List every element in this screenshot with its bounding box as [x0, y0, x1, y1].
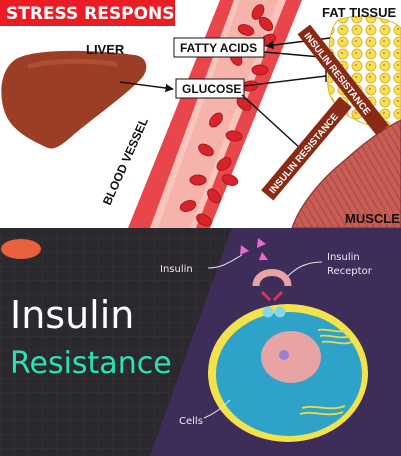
- red-blood-cell: [251, 64, 269, 76]
- red-blood-cell: [189, 174, 207, 186]
- red-blood-cell: [209, 112, 223, 128]
- red-blood-cell: [207, 188, 221, 204]
- insulin-label: Insulin: [160, 264, 193, 275]
- cell-illustration: [208, 304, 368, 442]
- insulin-receptor: [252, 269, 292, 318]
- muscle-illustration: [291, 119, 401, 229]
- red-blood-cell: [237, 24, 255, 36]
- banner-title: STRESS RESPONSE: [6, 4, 186, 24]
- red-blood-cell: [225, 130, 243, 142]
- glucose-to-muscle-line: [241, 94, 301, 149]
- red-blood-cell: [196, 213, 212, 227]
- liver-illustration: [1, 50, 147, 149]
- receptor-label-line1: Insulin: [327, 252, 360, 263]
- fatty-acids-label: FATTY ACIDS: [180, 41, 257, 55]
- red-blood-cell: [216, 157, 232, 171]
- insulin-molecules: [240, 238, 268, 260]
- muscle-label: MUSCLE: [345, 211, 400, 226]
- title-line1: Insulin: [10, 293, 134, 337]
- red-blood-cell: [198, 143, 214, 157]
- stress-response-banner: [0, 0, 175, 26]
- glucose-box: [175, 78, 245, 99]
- stress-response-diagram: STRESS RESPONSE LIVER FAT TISSUE MUSCLE …: [0, 0, 401, 229]
- insulin-resistance-panel: Insulin Resistance: [0, 228, 401, 456]
- liver-to-glucose-arrow: [119, 81, 174, 93]
- receptor-label-line2: Receptor: [327, 266, 373, 277]
- nucleolus: [279, 350, 289, 360]
- red-blood-cell: [179, 200, 197, 212]
- cells-label: Cells: [179, 416, 203, 427]
- fatty-acids-box: [173, 37, 265, 58]
- glucose-label: GLUCOSE: [182, 82, 241, 96]
- fat-tissue-label: FAT TISSUE: [322, 5, 396, 20]
- red-blood-cell: [258, 16, 274, 32]
- glucose-to-fat-line: [243, 75, 327, 87]
- orange-pill-decoration: [1, 239, 41, 259]
- red-blood-cell: [221, 174, 239, 186]
- red-blood-cell: [251, 4, 265, 20]
- liver-label: LIVER: [86, 42, 125, 57]
- organelles: [299, 328, 353, 416]
- pointer-lines: [203, 254, 323, 419]
- cell-nucleus: [261, 331, 321, 383]
- title-line2: Resistance: [10, 346, 172, 381]
